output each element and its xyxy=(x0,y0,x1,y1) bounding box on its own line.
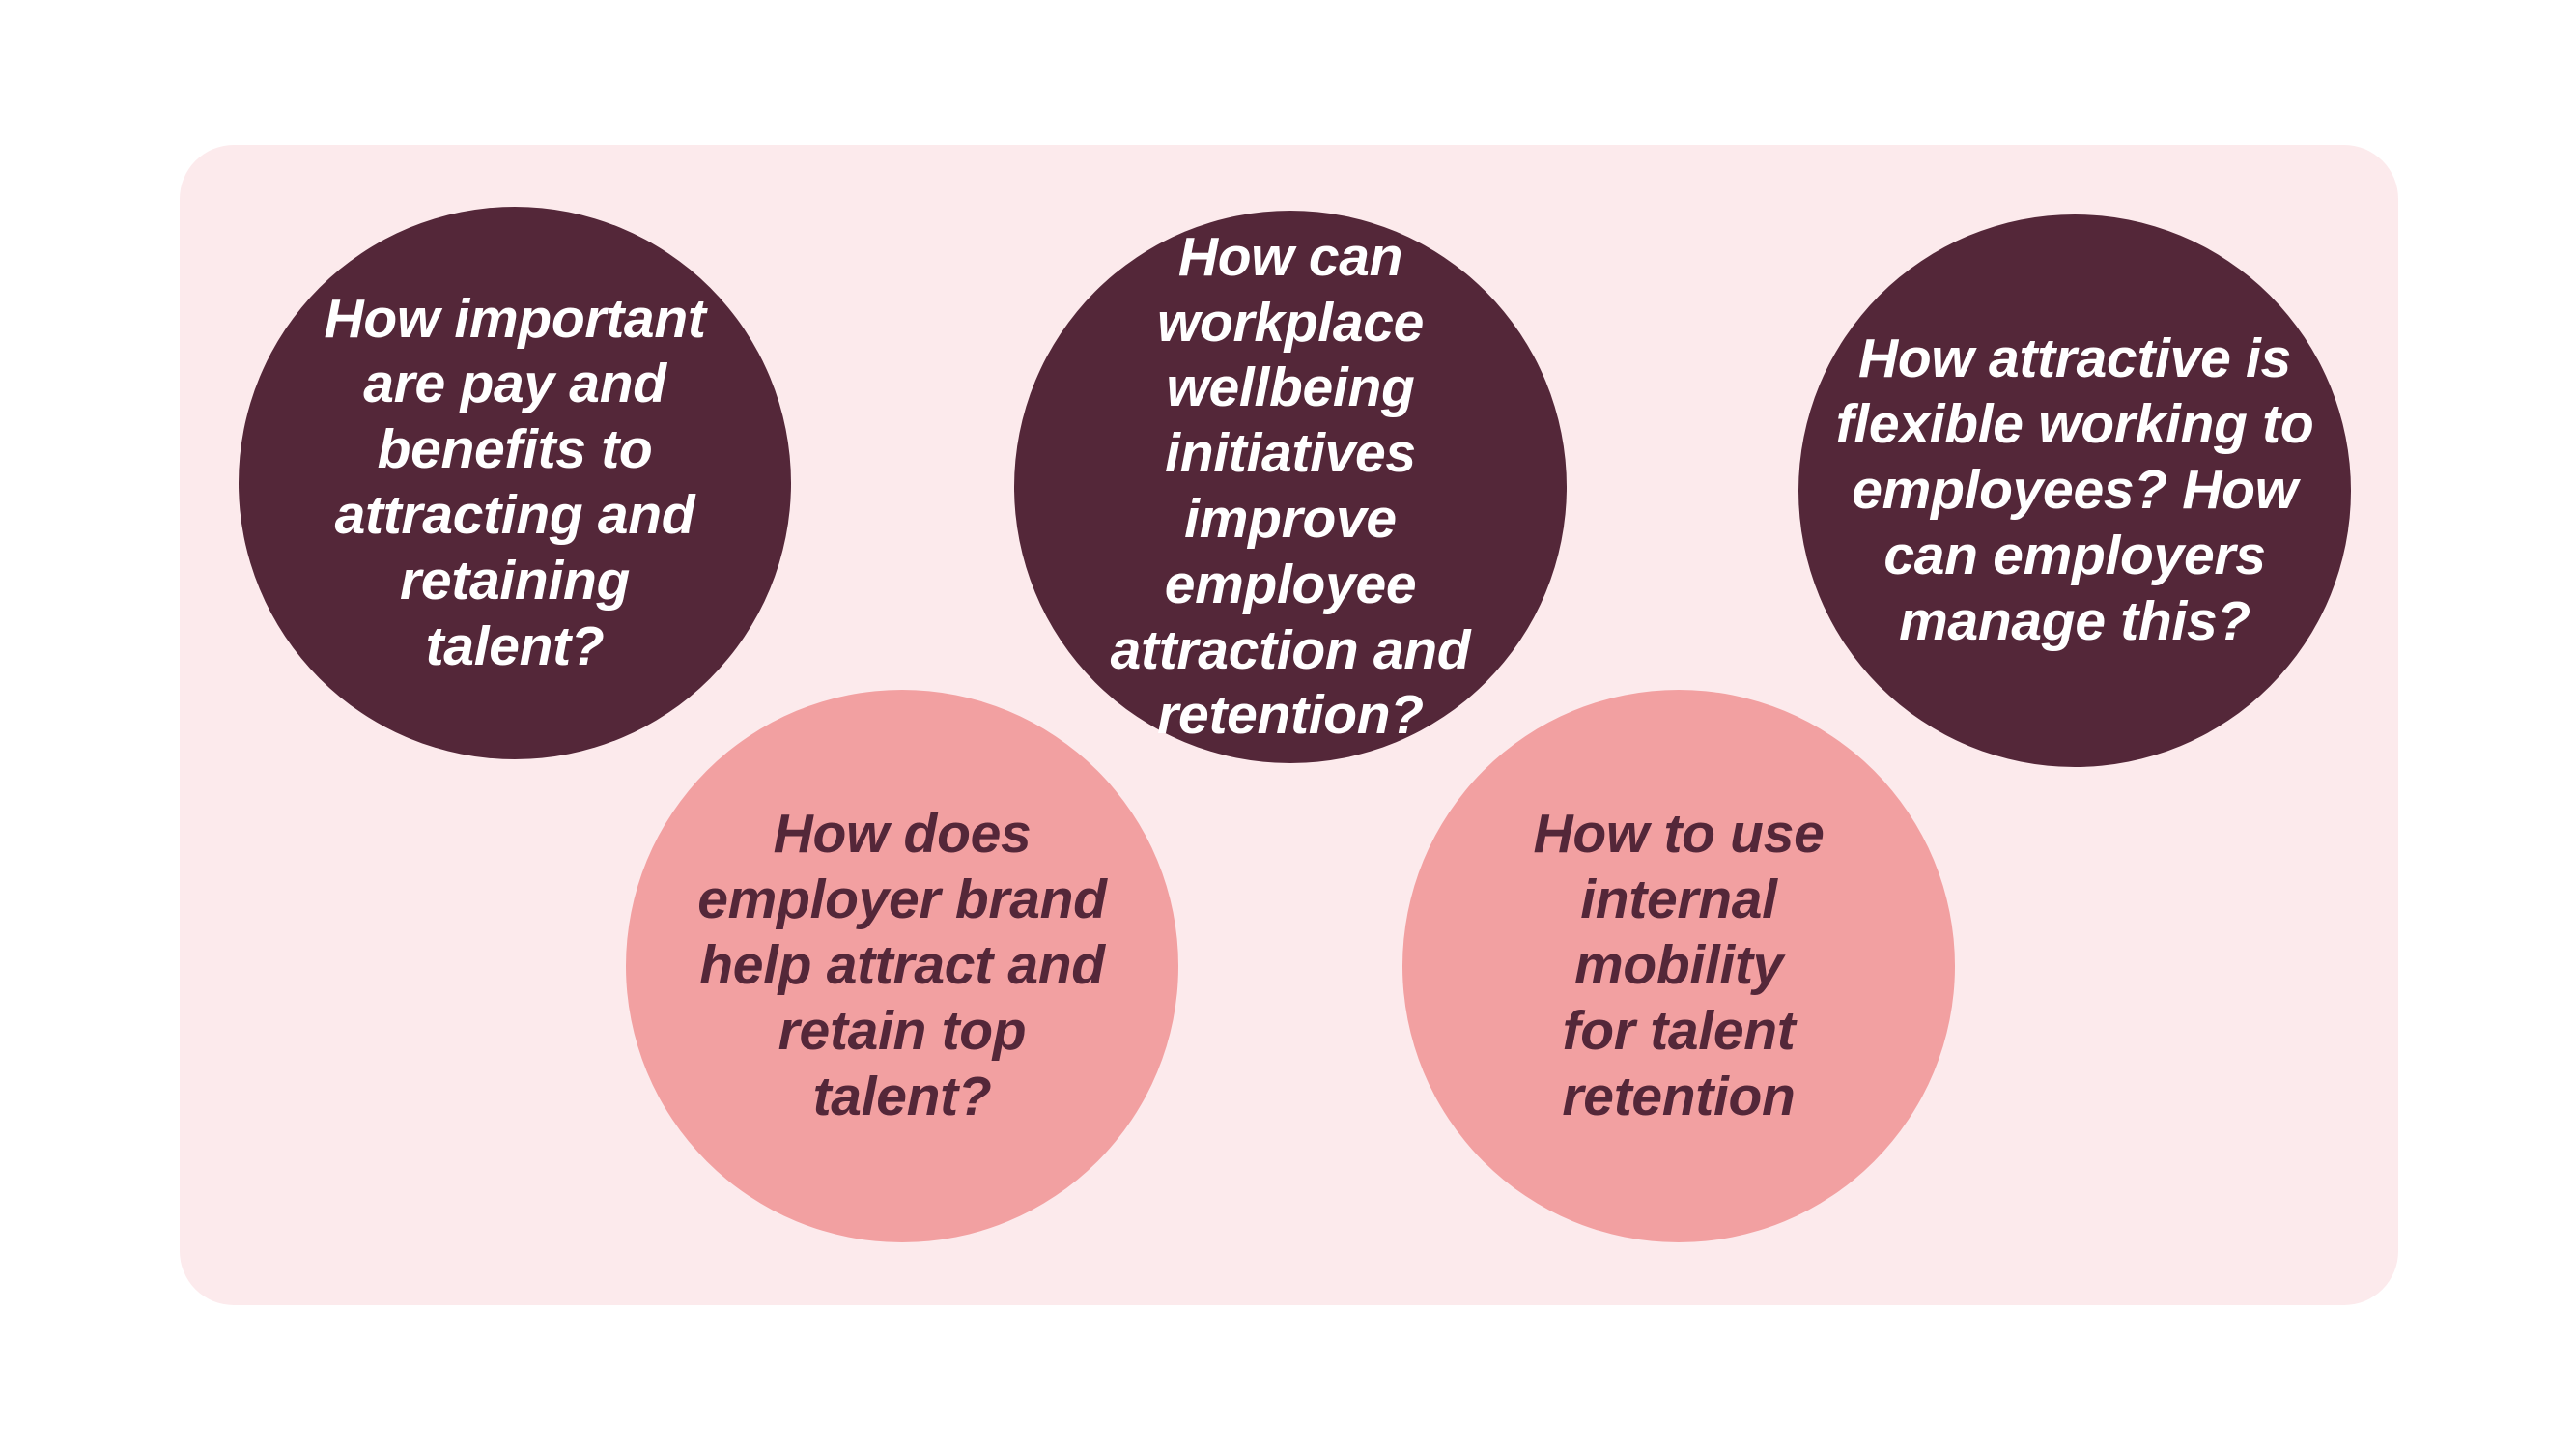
question-bubble-text: How attractive is flexible working to em… xyxy=(1835,328,2314,652)
question-bubble-text: How can workplace wellbeing initiatives … xyxy=(1110,225,1471,747)
question-bubble-workplace-wellbeing[interactable]: How can workplace wellbeing initiatives … xyxy=(1014,211,1567,763)
question-bubble-flexible-working[interactable]: How attractive is flexible working to em… xyxy=(1798,214,2351,767)
question-bubble-pay-and-benefits[interactable]: How important are pay and benefits to at… xyxy=(239,207,791,759)
question-bubble-text: How does employer brand help attract and… xyxy=(697,803,1107,1127)
question-bubble-text: How important are pay and benefits to at… xyxy=(324,287,706,677)
question-bubble-internal-mobility[interactable]: How to use internal mobility for talent … xyxy=(1402,690,1955,1242)
question-bubble-text: How to use internal mobility for talent … xyxy=(1533,803,1825,1127)
question-bubble-employer-brand[interactable]: How does employer brand help attract and… xyxy=(626,690,1178,1242)
